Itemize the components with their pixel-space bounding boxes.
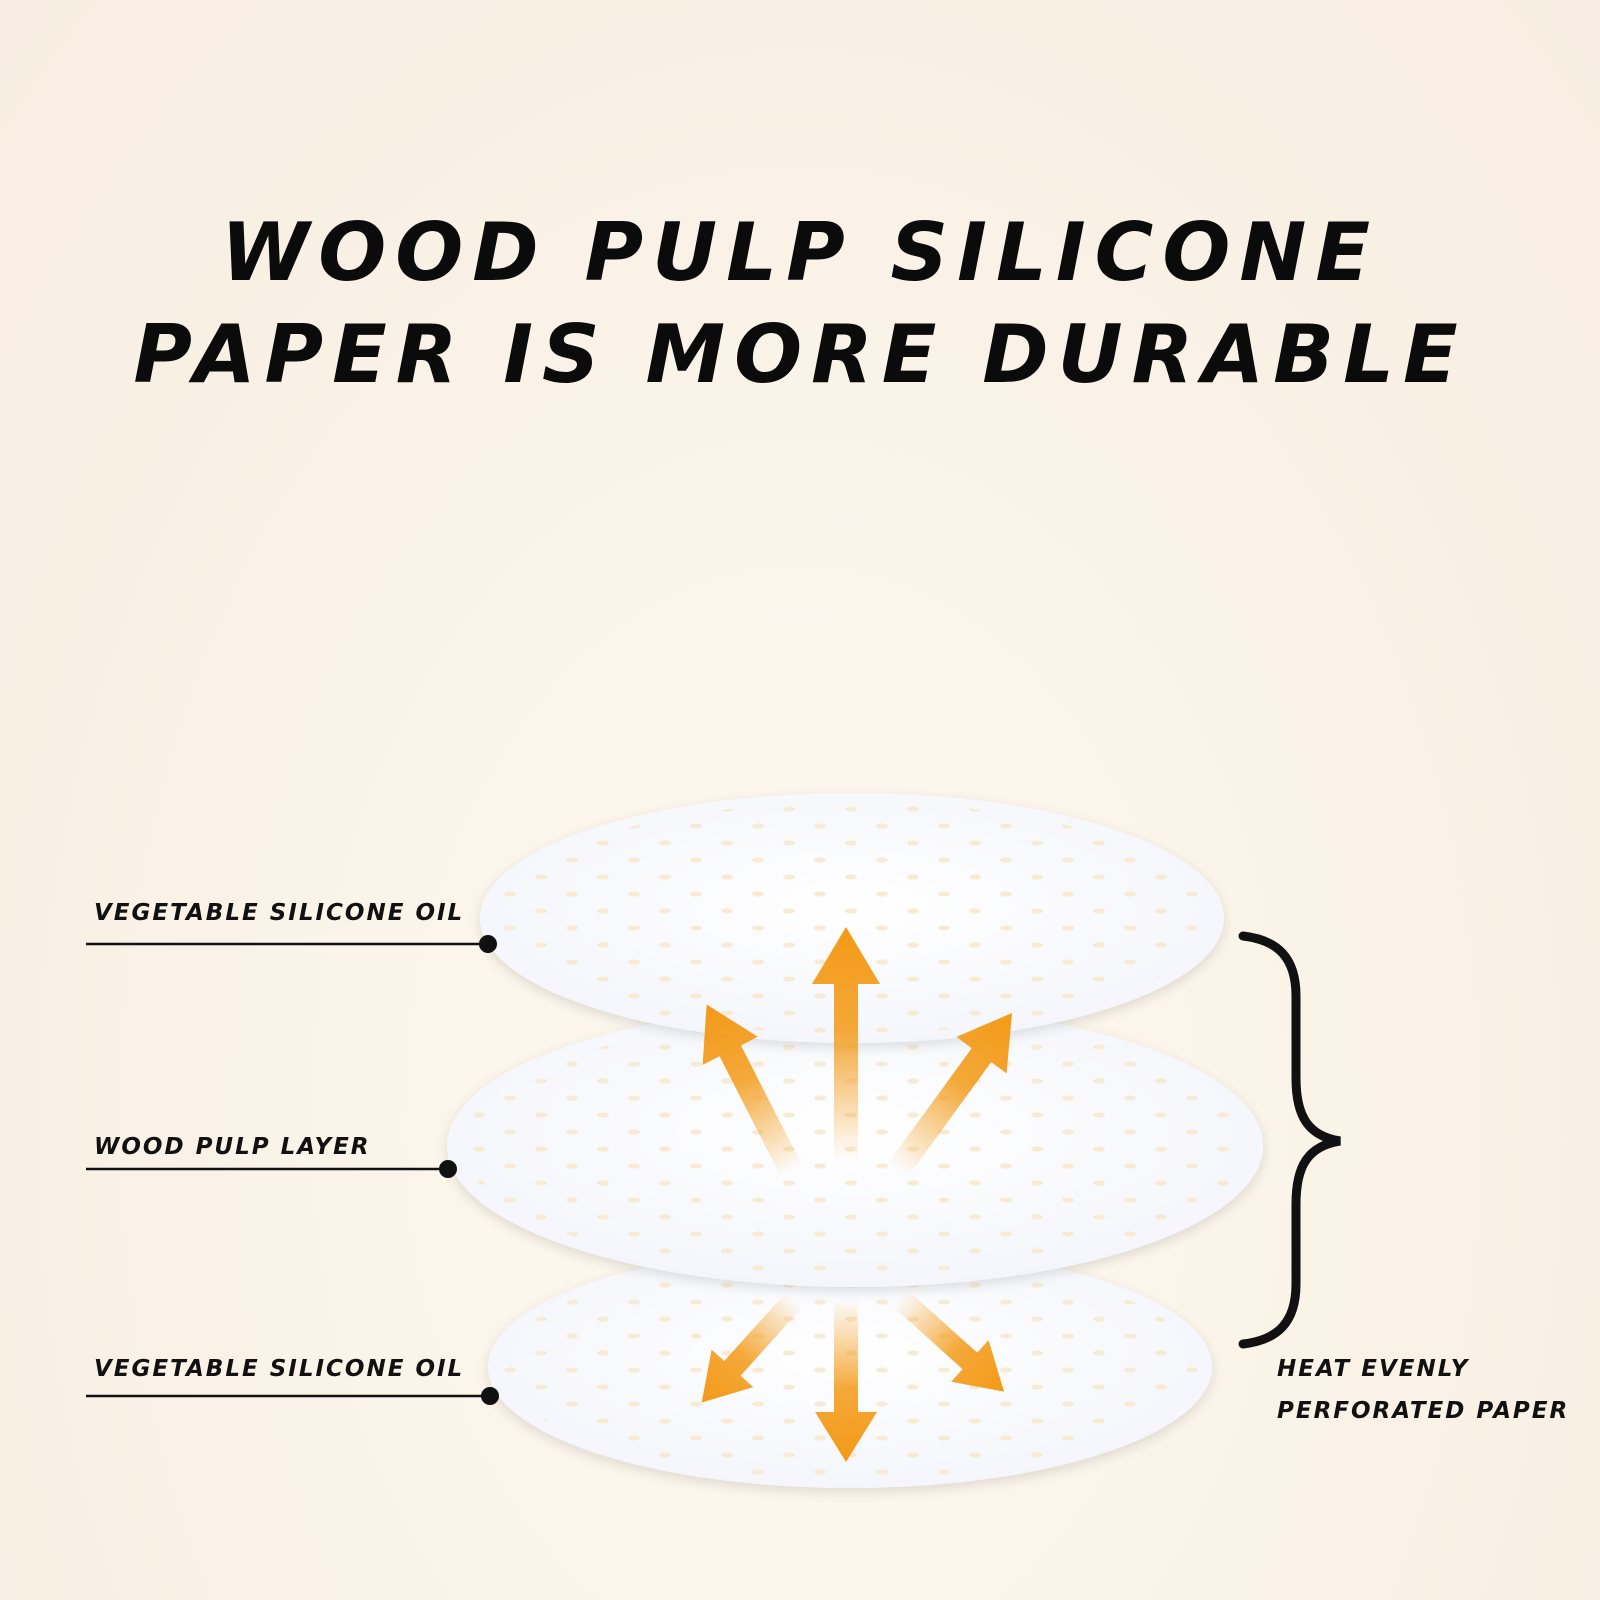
heat-arrow-down-center: [815, 1300, 877, 1462]
headline-line-1: WOOD PULP SILICONE: [220, 206, 1379, 299]
curly-bracket: [1238, 931, 1341, 1349]
leader-bottom: [86, 1387, 499, 1405]
top-paper-disc: [480, 793, 1224, 1043]
heat-arrow-up-right: [888, 1013, 1013, 1178]
leader-top: [86, 935, 497, 953]
headline-line-2: PAPER IS MORE DURABLE: [133, 308, 1467, 401]
bracket-caption-line-1: HEAT EVENLY: [1277, 1356, 1470, 1382]
label-middle-layer: WOOD PULP LAYER: [94, 1134, 371, 1160]
bracket-caption-line-2: PERFORATED PAPER: [1277, 1398, 1570, 1424]
heat-arrow-down-right: [892, 1289, 1005, 1392]
heat-arrow-up-center: [812, 927, 880, 1160]
heat-arrow-down-left: [701, 1292, 803, 1403]
leader-middle: [86, 1160, 457, 1178]
label-top-layer: VEGETABLE SILICONE OIL: [94, 900, 465, 926]
label-bottom-layer: VEGETABLE SILICONE OIL: [94, 1356, 465, 1382]
heat-arrow-up-left: [702, 1004, 803, 1178]
